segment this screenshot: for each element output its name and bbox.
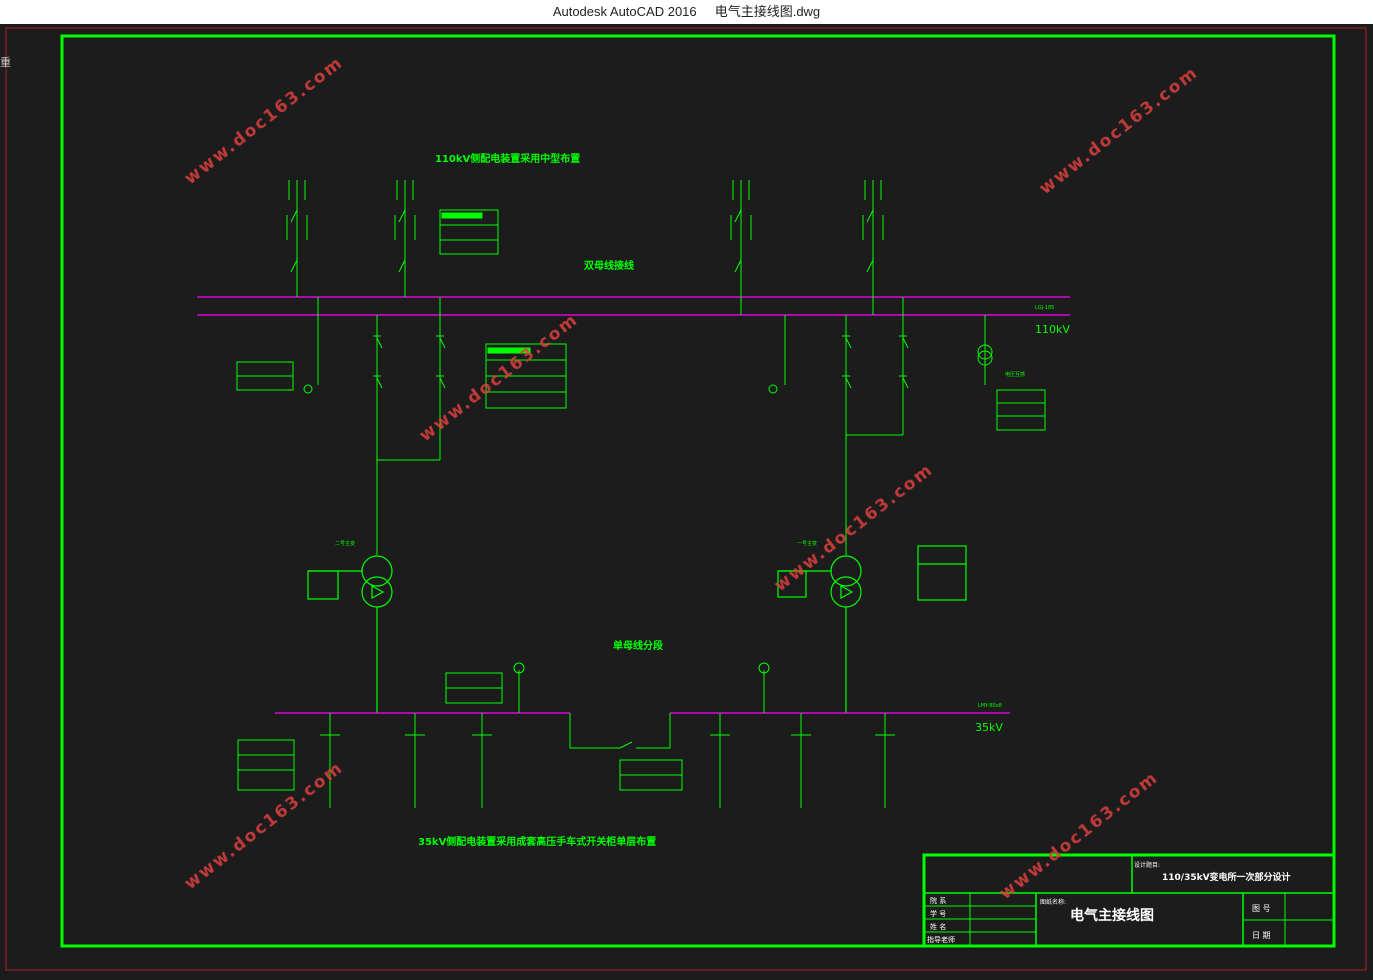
lv-bus-tie [569, 713, 683, 791]
design-topic: 110/35kV变电所一次部分设计 [1162, 871, 1291, 883]
window-title-bar: Autodesk AutoCAD 2016 电气主接线图.dwg [0, 0, 1373, 24]
row-student-id: 学 号 [930, 909, 946, 918]
drawing-border [60, 34, 1336, 948]
watermark-4: www.doc163.com [771, 460, 938, 596]
drawing-name: 电气主接线图 [1070, 907, 1154, 924]
watermark-1: www.doc163.com [181, 53, 348, 189]
lv-feeders [237, 662, 895, 808]
watermark-2: www.doc163.com [1036, 63, 1203, 199]
hv-right-branches [768, 297, 1046, 555]
lv-bus-tag: LMY-80x8 [978, 703, 1002, 709]
date-label: 日 期 [1252, 931, 1271, 940]
hv-caption: 110kV侧配电装置采用中型布置 [435, 152, 580, 165]
transformer-1 [777, 545, 967, 713]
sheet-number-label: 图 号 [1252, 904, 1271, 913]
drawing-name-label: 图纸名称: [1040, 898, 1066, 906]
hv-incoming-feeders [286, 180, 884, 315]
single-bus-label: 单母线分段 [613, 639, 663, 652]
transformer-2 [307, 555, 393, 713]
cad-drawing[interactable]: ※ LGJ-185 [0, 24, 1373, 976]
row-name: 姓 名 [930, 922, 946, 931]
t1-label: 一号主变 [797, 540, 817, 547]
lv-voltage-label: 35kV [975, 721, 1003, 734]
drawing-canvas[interactable]: 重 ※ LGJ-185 [0, 24, 1373, 976]
row-department: 院 系 [930, 896, 946, 905]
lv-caption: 35kV侧配电装置采用成套高压手车式开关柜单层布置 [418, 835, 656, 848]
design-topic-label: 设计题目: [1134, 861, 1160, 869]
watermark-6: www.doc163.com [996, 768, 1163, 904]
corner-glyph: 重 [0, 56, 11, 69]
hv-left-branches [303, 297, 446, 555]
watermark-5: www.doc163.com [181, 758, 348, 894]
hv-left-tables [236, 343, 567, 409]
hv-feeder-table [439, 209, 499, 255]
t2-label: 二号主变 [335, 540, 355, 547]
double-bus-label: 双母线接线 [584, 259, 634, 272]
file-name: 电气主接线图.dwg [714, 4, 821, 19]
title-block [922, 853, 1336, 948]
pt-label: 电压互感 [1005, 371, 1025, 378]
outer-sheet-frame [5, 27, 1367, 971]
hv-voltage-label: 110kV [1035, 323, 1070, 336]
hv-bus-tag: LGJ-185 [1035, 305, 1054, 311]
app-title: Autodesk AutoCAD 2016 [552, 4, 697, 19]
watermark-3: www.doc163.com [416, 310, 583, 446]
row-advisor: 指导老师 [927, 935, 955, 944]
